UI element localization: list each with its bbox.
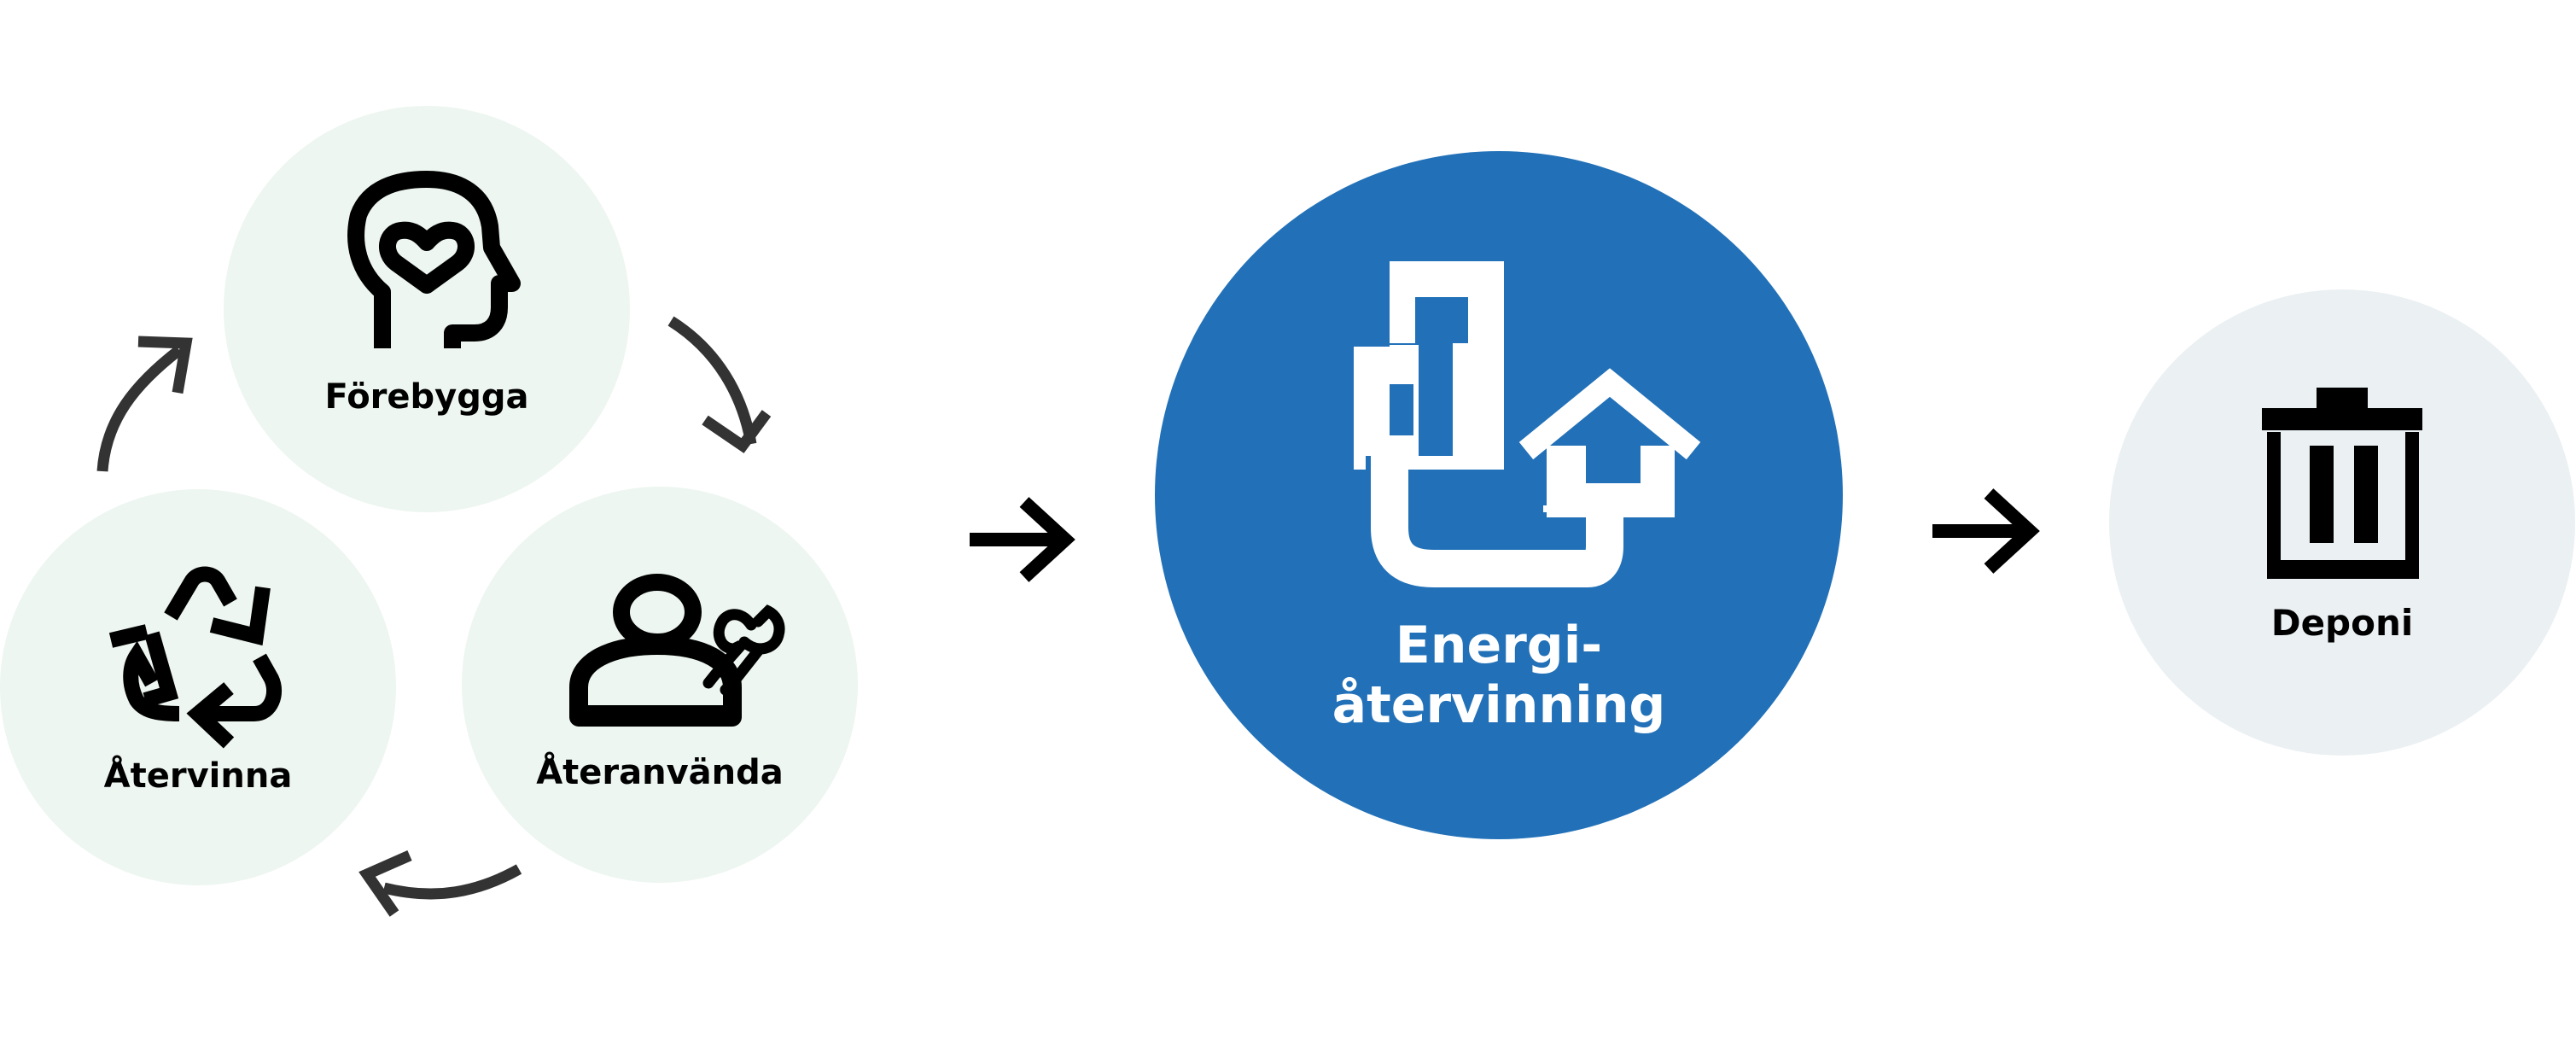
ateranvanda-circle [462,487,858,883]
cycle-arrows [96,316,772,917]
energy-label-line1: Energi- [1396,616,1602,675]
step-energiatervinning: Energi- återvinning [1155,151,1843,839]
energy-label-line2: återvinning [1332,675,1666,735]
forebygga-label: Förebygga [324,377,528,417]
energy-circle [1155,151,1843,839]
cycle-arrow-bottom [358,850,522,917]
cycle-arrow-left [96,336,193,472]
head-with-heart-icon [347,171,521,348]
recycle-icon [108,566,283,749]
flow-arrow-to-deponi [1932,488,2040,574]
cycle-arrow-top-right [667,316,772,453]
person-with-wrench-icon [569,574,785,727]
step-forebygga: Förebygga [224,106,630,512]
trash-bin-icon [2262,388,2422,579]
flow-arrow-to-energy [970,497,1075,582]
deponi-label: Deponi [2271,602,2414,644]
step-ateranvanda: Återanvända [462,487,858,883]
forebygga-circle [224,106,630,512]
step-atervinna: Återvinna [0,489,396,885]
ateranvanda-label: Återanvända [536,750,784,792]
atervinna-circle [0,489,396,885]
buildings-house-pipe-icon [1354,261,1701,587]
atervinna-label: Återvinna [104,754,293,796]
step-deponi: Deponi [2109,289,2575,756]
